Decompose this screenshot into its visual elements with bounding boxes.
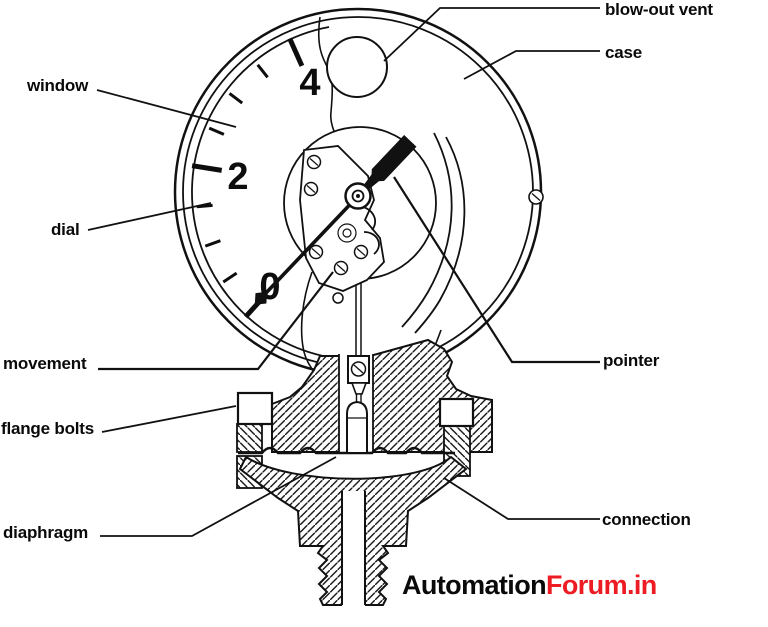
window-cutaway-bottom — [300, 271, 315, 373]
left-flange-bolt-head — [236, 391, 274, 426]
dial-numeral-4: 4 — [299, 62, 320, 104]
leader-window — [96, 89, 237, 128]
case-screw — [528, 189, 544, 205]
dial-major-tick — [191, 163, 223, 173]
leader-blow-out-vent — [383, 7, 600, 62]
dial-minor-tick — [204, 239, 221, 248]
left-bolt-shank — [236, 423, 263, 453]
pointer-hub — [344, 182, 372, 210]
dial-numeral-2: 2 — [227, 156, 248, 198]
dial-major-tick — [287, 37, 305, 67]
label-connection: connection — [602, 510, 691, 529]
label-pointer: pointer — [603, 351, 660, 370]
dial-minor-tick — [196, 203, 213, 209]
connection-bore — [342, 491, 365, 607]
movement-screws — [303, 154, 369, 304]
pointer-blade — [362, 135, 417, 192]
blow-out-vent-circle — [326, 36, 388, 98]
right-flange-bolt-head — [438, 397, 475, 428]
label-blow-out-vent: blow-out vent — [605, 0, 713, 19]
push-rod-assembly — [346, 262, 370, 452]
leader-lines — [87, 7, 600, 537]
label-window: window — [27, 76, 89, 95]
crescent-inner — [401, 132, 453, 328]
pointer-counterweight — [254, 291, 268, 305]
upper-flange — [271, 338, 493, 453]
diaphragm-line — [238, 446, 455, 455]
label-movement: movement — [3, 354, 87, 373]
pointer-tail — [261, 203, 352, 298]
watermark-forum: Forum.in — [545, 570, 657, 600]
crescent-outer — [414, 136, 466, 334]
hairspring — [337, 223, 357, 243]
window-cutaway-top — [317, 16, 335, 132]
label-diaphragm: diaphragm — [3, 523, 89, 542]
label-case: case — [605, 43, 643, 62]
leader-case — [463, 50, 600, 80]
label-dial: dial — [51, 220, 80, 239]
watermark: AutomationForum.in — [402, 570, 657, 601]
flange-assembly — [236, 262, 493, 607]
leader-connection — [443, 477, 600, 520]
dial-minor-tick — [256, 63, 269, 79]
dial-minor-tick — [222, 271, 238, 284]
leader-movement — [98, 271, 334, 371]
pointer-needle — [254, 135, 417, 305]
label-flange-bolts: flange bolts — [1, 419, 94, 438]
dial-minor-tick — [208, 126, 225, 136]
leader-flange-bolts — [101, 405, 237, 433]
leader-diaphragm — [100, 456, 337, 537]
leader-dial — [87, 202, 212, 231]
movement-mechanism — [299, 145, 385, 304]
dial-minor-tick — [228, 92, 244, 105]
watermark-automation: Automation — [402, 570, 547, 600]
leader-pointer — [393, 176, 600, 364]
window-arc — [191, 26, 330, 357]
